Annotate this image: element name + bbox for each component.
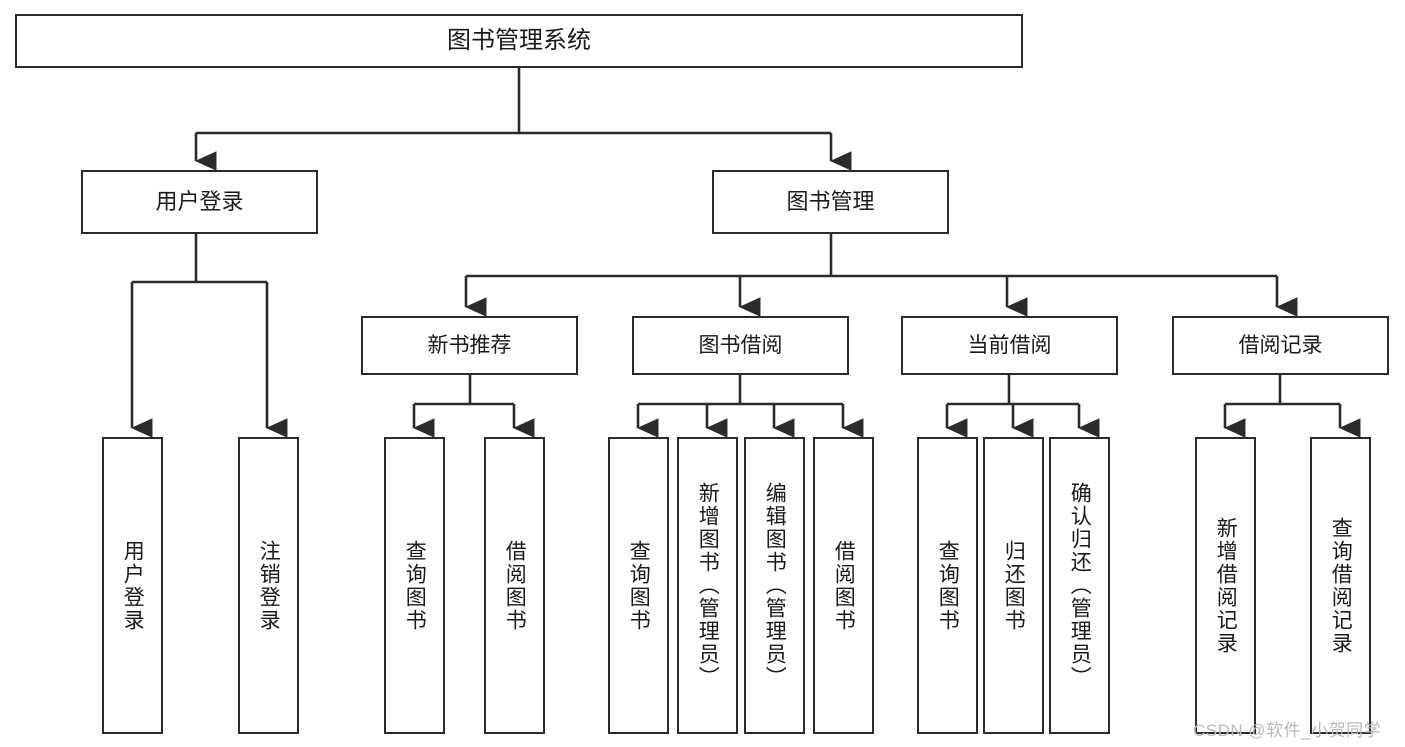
leaf-query-book-1[interactable]: 查询图书 [384, 437, 445, 734]
leaf-borrow-book-1[interactable]: 借阅图书 [484, 437, 545, 734]
leaf-user-login-label: 用户登录 [121, 539, 145, 632]
leaf-confirm-return[interactable]: 确认归还（管理员） [1049, 437, 1110, 734]
leaf-query-book-2-label: 查询图书 [627, 539, 651, 632]
node-new-book-recommend-label: 新书推荐 [427, 333, 512, 357]
leaf-query-book-3[interactable]: 查询图书 [917, 437, 978, 734]
node-root-label: 图书管理系统 [447, 26, 591, 54]
leaf-query-book-1-label: 查询图书 [403, 539, 427, 632]
node-new-book-recommend[interactable]: 新书推荐 [361, 316, 578, 375]
leaf-borrow-book-2-label: 借阅图书 [832, 539, 856, 632]
node-user-login[interactable]: 用户登录 [81, 170, 318, 234]
leaf-edit-book[interactable]: 编辑图书（管理员） [744, 437, 805, 734]
leaf-borrow-book-1-label: 借阅图书 [503, 539, 527, 632]
node-user-login-label: 用户登录 [155, 188, 244, 214]
leaf-add-record-label: 新增借阅记录 [1214, 516, 1238, 655]
leaf-confirm-return-label: 确认归还（管理员） [1068, 482, 1092, 689]
leaf-return-book[interactable]: 归还图书 [983, 437, 1044, 734]
leaf-add-book[interactable]: 新增图书（管理员） [677, 437, 738, 734]
node-current-borrow[interactable]: 当前借阅 [901, 316, 1118, 375]
node-book-management-label: 图书管理 [786, 188, 875, 214]
node-book-management[interactable]: 图书管理 [712, 170, 949, 234]
node-root[interactable]: 图书管理系统 [15, 14, 1023, 68]
leaf-logout-login[interactable]: 注销登录 [238, 437, 299, 734]
leaf-return-book-label: 归还图书 [1002, 539, 1026, 632]
leaf-borrow-book-2[interactable]: 借阅图书 [813, 437, 874, 734]
watermark-text: CSDN @软件_小贺同学 [1193, 721, 1382, 740]
node-current-borrow-label: 当前借阅 [967, 333, 1052, 357]
leaf-query-book-3-label: 查询图书 [936, 539, 960, 632]
node-book-borrow[interactable]: 图书借阅 [632, 316, 849, 375]
leaf-add-record[interactable]: 新增借阅记录 [1195, 437, 1256, 734]
leaf-query-book-2[interactable]: 查询图书 [608, 437, 669, 734]
node-borrow-record-label: 借阅记录 [1238, 333, 1323, 357]
node-borrow-record[interactable]: 借阅记录 [1172, 316, 1389, 375]
leaf-edit-book-label: 编辑图书（管理员） [763, 482, 787, 689]
leaf-user-login[interactable]: 用户登录 [102, 437, 163, 734]
leaf-query-record[interactable]: 查询借阅记录 [1310, 437, 1371, 734]
leaf-logout-login-label: 注销登录 [257, 539, 281, 632]
leaf-add-book-label: 新增图书（管理员） [696, 482, 720, 689]
node-book-borrow-label: 图书借阅 [698, 333, 783, 357]
leaf-query-record-label: 查询借阅记录 [1329, 516, 1353, 655]
